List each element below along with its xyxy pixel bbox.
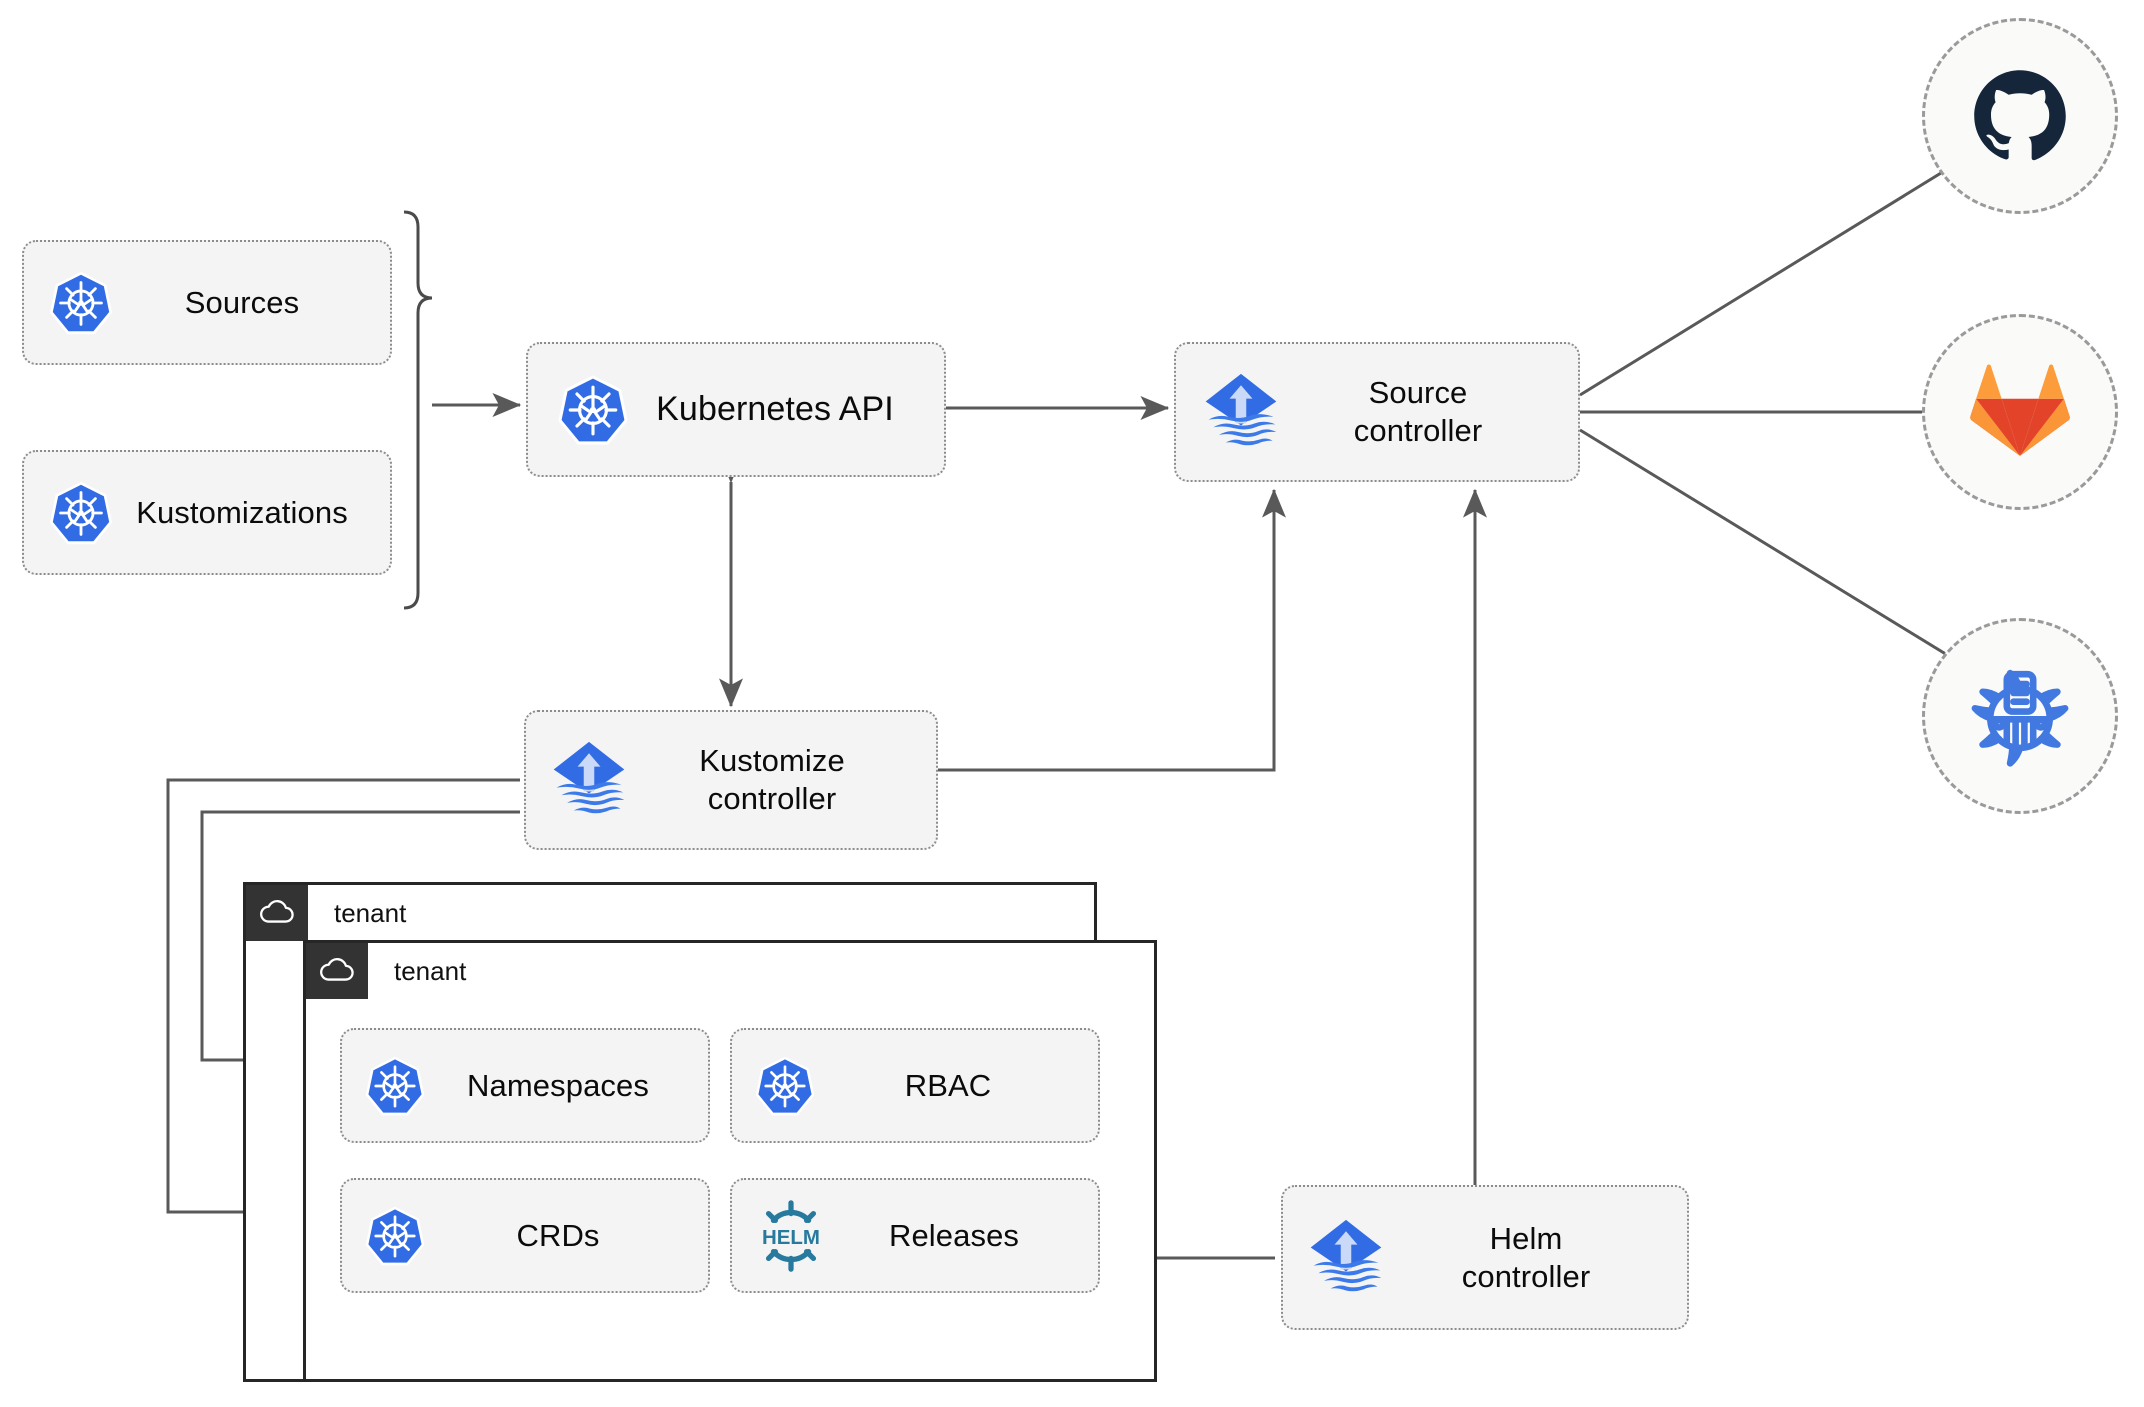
helm-icon-text: HELM [762,1225,820,1248]
node-label-kustomizations: Kustomizations [136,494,348,530]
node-label-kubernetes-api: Kubernetes API [656,389,894,428]
flux-icon [548,738,630,822]
node-label-releases: Releases [888,1217,1020,1253]
node-source-controller[interactable]: Source controller [1174,342,1580,482]
kubernetes-icon [46,268,116,338]
node-kubernetes-api[interactable]: Kubernetes API [526,342,946,477]
tenant-label-1: tenant [334,897,407,928]
kubernetes-icon [362,1053,428,1119]
node-kustomizations[interactable]: Kustomizations [22,450,392,575]
kubernetes-icon [362,1203,428,1269]
tenant-container-2[interactable]: tenant [303,940,1157,1382]
node-label-rbac: RBAC [904,1067,992,1103]
node-label-sources: Sources [184,284,300,320]
helm-registry-icon [1971,669,2069,767]
tenant-label-2: tenant [394,955,467,986]
node-label-crds: CRDs [516,1217,600,1253]
node-label-namespaces: Namespaces [467,1067,649,1103]
helm-icon: HELM [752,1197,830,1275]
kubernetes-icon [554,371,632,449]
gitlab-icon [1970,364,2070,456]
cloud-icon [246,885,308,941]
node-kustomize-controller[interactable]: Kustomize controller [524,710,938,850]
flux-icon [1305,1216,1387,1300]
resources-bracket [403,210,433,610]
flux-icon [1200,370,1282,454]
node-helm-controller[interactable]: Helm controller [1281,1185,1689,1330]
cloud-icon [306,943,368,999]
node-sources[interactable]: Sources [22,240,392,365]
node-namespaces[interactable]: Namespaces [340,1028,710,1143]
kubernetes-icon [752,1053,818,1119]
provider-registry[interactable] [1922,618,2118,814]
provider-github[interactable] [1922,18,2118,214]
node-crds[interactable]: CRDs [340,1178,710,1293]
node-label-source-controller: Source controller [1353,375,1483,448]
node-releases[interactable]: HELM Releases [730,1178,1100,1293]
edge-kustomize-source [938,488,1286,772]
node-label-helm-controller: Helm controller [1461,1220,1591,1294]
kubernetes-icon [46,478,116,548]
github-icon [1974,70,2066,161]
node-label-kustomize-controller: Kustomize controller [699,743,845,816]
provider-gitlab[interactable] [1922,314,2118,510]
node-rbac[interactable]: RBAC [730,1028,1100,1143]
